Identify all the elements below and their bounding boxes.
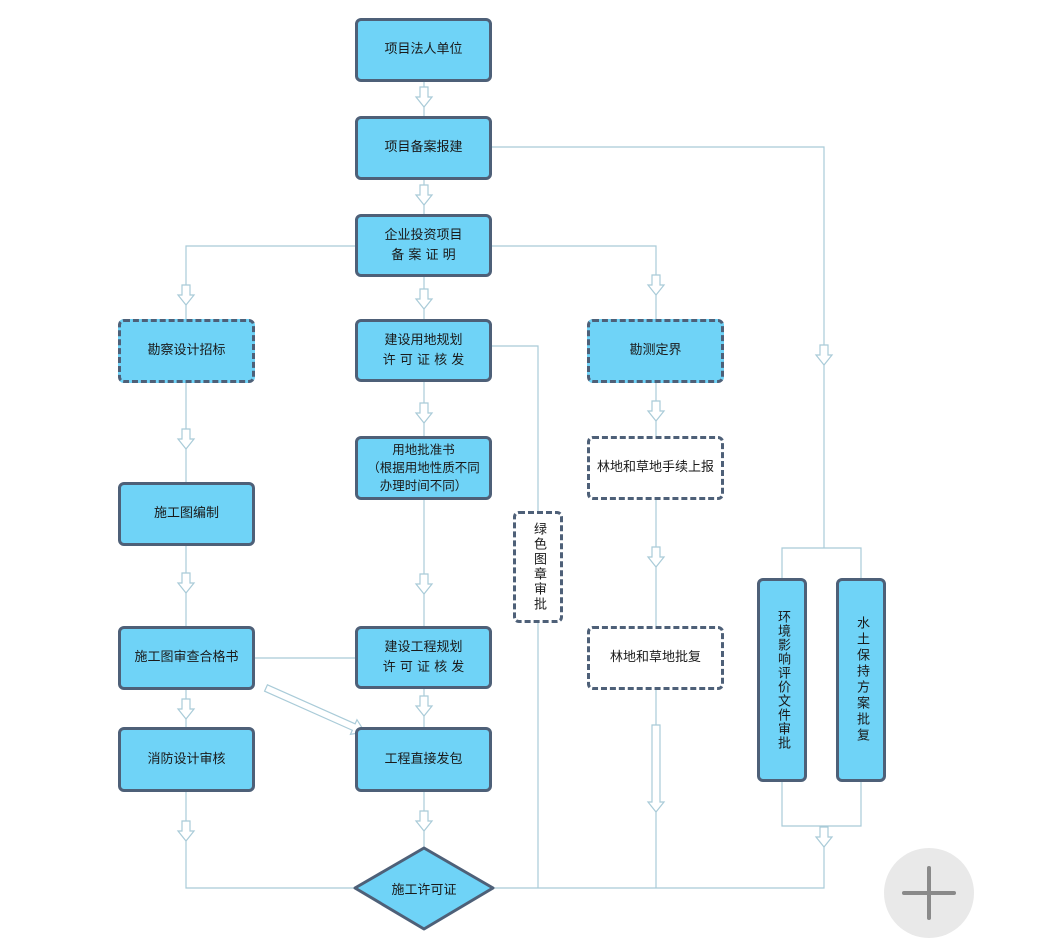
drawing-cert-box[interactable]: 施工图审查合格书: [118, 626, 255, 690]
env-review-box[interactable]: 环境影响评价文件审批: [757, 578, 807, 782]
green-seal-label: 绿色图章审批: [531, 522, 546, 612]
plus-icon: [902, 866, 956, 920]
land-approval-box[interactable]: 用地批准书 （根据用地性质不同 办理时间不同）: [355, 436, 492, 500]
boundary-label: 勘测定界: [629, 343, 682, 358]
construction-permit-diamond: [353, 846, 495, 931]
survey-bid-box[interactable]: 勘察设计招标: [118, 319, 255, 383]
forest-approval-label: 林地和草地批复: [609, 650, 701, 665]
drawing-prep-box[interactable]: 施工图编制: [118, 482, 255, 546]
water-soil-box[interactable]: 水土保持方案批复: [836, 578, 886, 782]
construction-permit-node[interactable]: 施工许可证: [374, 872, 474, 904]
investment-cert-label: 企业投资项目 备 案 证 明: [384, 227, 463, 263]
boundary-box[interactable]: 勘测定界: [587, 319, 724, 383]
investment-cert-box[interactable]: 企业投资项目 备 案 证 明: [355, 214, 492, 277]
drawing-prep-label: 施工图编制: [153, 506, 219, 521]
direct-contract-box[interactable]: 工程直接发包: [355, 727, 492, 792]
fire-review-label: 消防设计审核: [147, 751, 226, 767]
fire-review-box[interactable]: 消防设计审核: [118, 727, 255, 792]
survey-bid-label: 勘察设计招标: [147, 343, 226, 358]
forest-approval-box[interactable]: 林地和草地批复: [587, 626, 724, 690]
land-approval-label: 用地批准书 （根据用地性质不同 办理时间不同）: [367, 442, 480, 493]
env-review-label: 环境影响评价文件审批: [775, 610, 790, 750]
filing-label: 项目备案报建: [384, 140, 463, 155]
legal-entity-label: 项目法人单位: [384, 42, 463, 57]
green-seal-box[interactable]: 绿色图章审批: [513, 511, 563, 623]
direct-contract-label: 工程直接发包: [384, 751, 463, 767]
land-permit-box[interactable]: 建设用地规划 许 可 证 核 发: [355, 319, 492, 382]
project-permit-box[interactable]: 建设工程规划 许 可 证 核 发: [355, 626, 492, 689]
project-permit-label: 建设工程规划 许 可 证 核 发: [382, 639, 465, 675]
forest-report-label: 林地和草地手续上报: [596, 460, 714, 475]
legal-entity-box[interactable]: 项目法人单位: [355, 18, 492, 82]
water-soil-label: 水土保持方案批复: [854, 616, 869, 744]
construction-permit-label: 施工许可证: [391, 882, 457, 898]
land-permit-label: 建设用地规划 许 可 证 核 发: [382, 332, 465, 368]
filing-box[interactable]: 项目备案报建: [355, 116, 492, 180]
forest-report-box[interactable]: 林地和草地手续上报: [587, 436, 724, 500]
drawing-cert-label: 施工图审查合格书: [134, 650, 239, 665]
add-button[interactable]: [884, 848, 974, 938]
